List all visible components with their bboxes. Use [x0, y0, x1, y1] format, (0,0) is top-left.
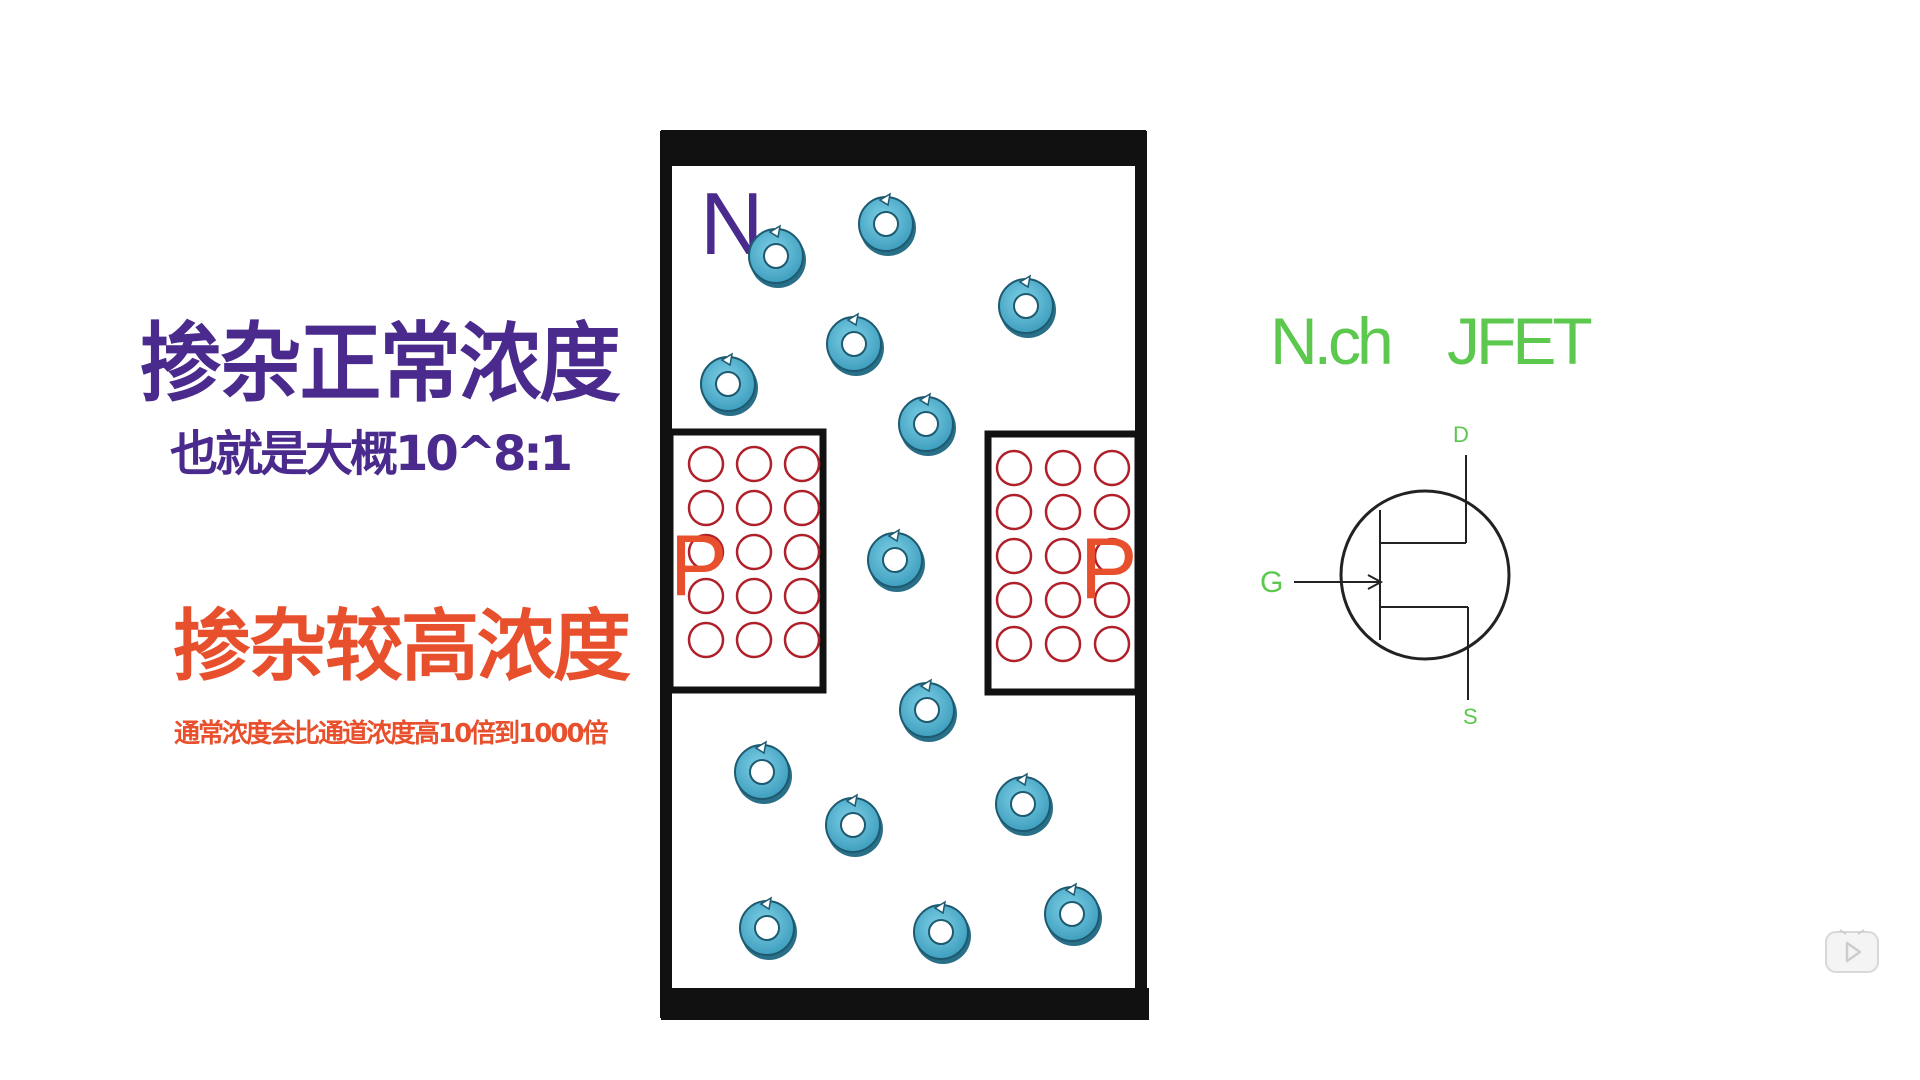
- hole: [995, 449, 1033, 487]
- hole: [735, 621, 773, 659]
- symbol-circle: [1339, 489, 1511, 661]
- hole: [735, 445, 773, 483]
- hole: [783, 533, 821, 571]
- hole: [1093, 449, 1131, 487]
- hole: [687, 489, 725, 527]
- p-region-label-left: P: [670, 518, 727, 614]
- electron: [898, 392, 956, 456]
- hole: [995, 581, 1033, 619]
- hole: [687, 577, 725, 615]
- electron-group: [700, 192, 1102, 964]
- hole: [735, 577, 773, 615]
- hole: [735, 533, 773, 571]
- electron: [1044, 882, 1102, 946]
- electron: [867, 528, 925, 592]
- electron: [825, 793, 883, 857]
- hole: [783, 621, 821, 659]
- n-doping-heading: 掺杂正常浓度: [140, 314, 621, 414]
- electron: [858, 192, 916, 256]
- hole: [783, 445, 821, 483]
- electron: [913, 900, 971, 964]
- electron: [995, 772, 1053, 836]
- hole-grid-left: [687, 445, 821, 659]
- hole: [735, 489, 773, 527]
- play-button[interactable]: [1824, 926, 1880, 976]
- device-type-title: N.ch JFET: [1270, 304, 1591, 378]
- hole: [1093, 493, 1131, 531]
- gate-arrow: [1367, 574, 1384, 590]
- electron: [826, 312, 884, 376]
- p-region-label-right: P: [1080, 521, 1137, 617]
- p-doping-note: 通常浓度会比通道浓度高10倍到1000倍: [174, 719, 609, 749]
- play-icon: [1825, 929, 1879, 973]
- hole: [1093, 625, 1131, 663]
- hole: [1044, 449, 1082, 487]
- p-doping-heading: 掺杂较高浓度: [173, 602, 631, 692]
- hole: [1093, 581, 1131, 619]
- electron: [899, 678, 957, 742]
- n-doping-ratio: 也就是大概10^8:1: [170, 426, 573, 482]
- hole: [1044, 625, 1082, 663]
- hole: [1093, 537, 1131, 575]
- top-electrode: [661, 130, 1146, 166]
- hole: [687, 445, 725, 483]
- jfet-symbol: [1294, 455, 1511, 700]
- hole: [687, 533, 725, 571]
- p-region-right: [984, 430, 1142, 696]
- source-label: S: [1463, 704, 1478, 729]
- bottom-electrode: [661, 988, 1149, 1020]
- gate-label: G: [1260, 566, 1283, 599]
- hole: [995, 493, 1033, 531]
- electron: [700, 352, 758, 416]
- p-region-left: [666, 428, 827, 694]
- hole: [995, 537, 1033, 575]
- electron: [998, 274, 1056, 338]
- electron: [748, 224, 806, 288]
- hole: [1044, 537, 1082, 575]
- hole: [995, 625, 1033, 663]
- hole: [1044, 493, 1082, 531]
- electron: [739, 896, 797, 960]
- drain-label: D: [1453, 422, 1469, 447]
- hole: [1044, 581, 1082, 619]
- hole-grid-right: [995, 449, 1131, 663]
- electron: [734, 740, 792, 804]
- hole: [783, 489, 821, 527]
- hole: [783, 577, 821, 615]
- hole: [687, 621, 725, 659]
